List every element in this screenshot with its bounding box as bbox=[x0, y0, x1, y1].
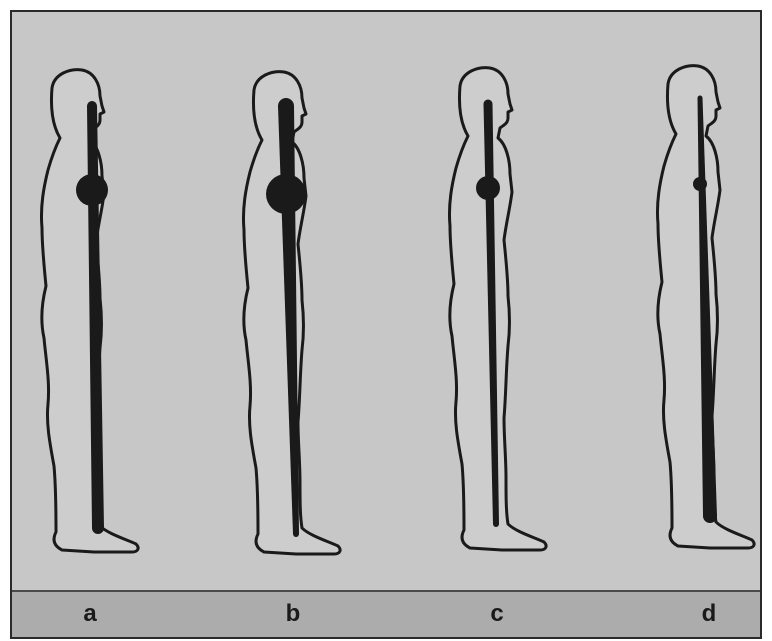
figure-d bbox=[657, 66, 754, 548]
figure-d-rod-cap-top bbox=[698, 96, 703, 101]
figure-c bbox=[449, 68, 546, 550]
figure-label-d: d bbox=[689, 600, 729, 628]
figures-illustration bbox=[12, 12, 760, 590]
figure-b bbox=[243, 72, 340, 554]
diagram-frame: a b c d bbox=[10, 10, 762, 639]
figure-label-b: b bbox=[273, 600, 313, 628]
figure-a-rod-cap-bottom bbox=[92, 522, 104, 534]
figure-c-rod-cap-bottom bbox=[493, 521, 499, 527]
figure-b-rod-cap-bottom bbox=[293, 531, 299, 537]
figure-b-center-point bbox=[266, 174, 306, 214]
label-strip: a b c d bbox=[12, 590, 760, 639]
figure-label-c: c bbox=[477, 600, 517, 628]
figure-c-center-point bbox=[476, 176, 500, 200]
figure-a bbox=[41, 70, 138, 552]
figure-label-a: a bbox=[70, 600, 110, 628]
figure-b-rod-cap-top bbox=[278, 98, 294, 114]
figure-a-rod-cap-top bbox=[87, 101, 97, 111]
figure-d-rod-cap-bottom bbox=[703, 509, 717, 523]
figure-a-center-point bbox=[76, 174, 108, 206]
figure-d-center-point bbox=[693, 177, 707, 191]
figure-c-rod-cap-top bbox=[484, 100, 493, 109]
